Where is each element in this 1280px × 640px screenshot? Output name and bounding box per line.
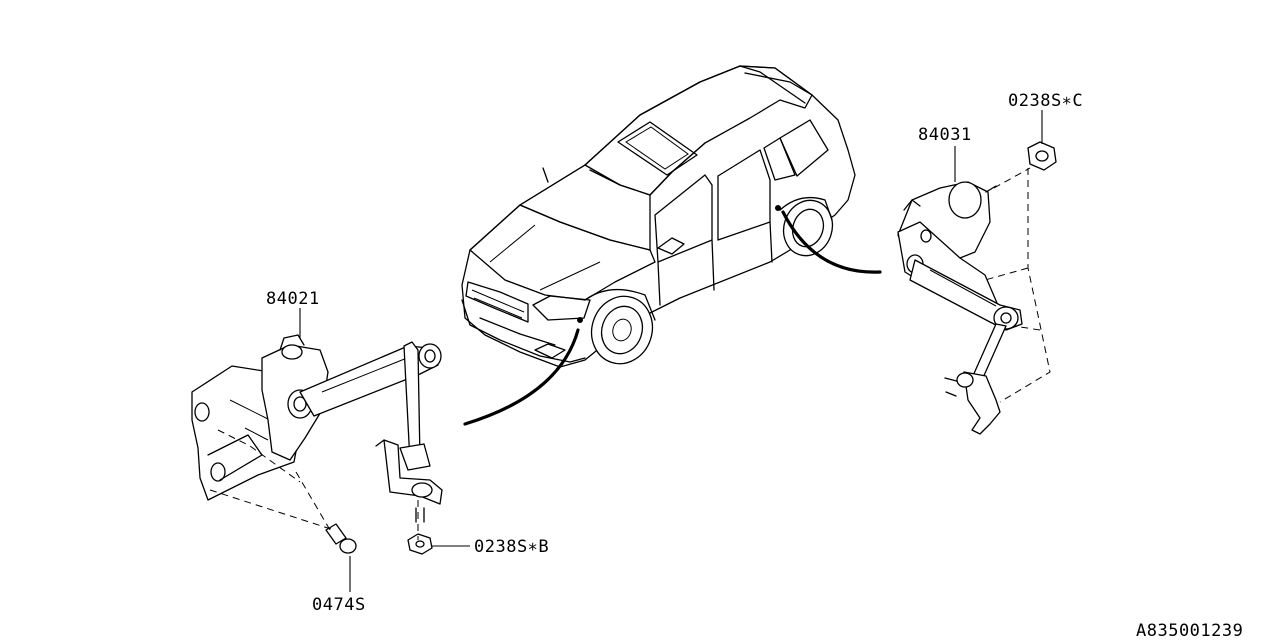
nut-0238SC	[1027, 141, 1057, 171]
callout-84021: 84021	[266, 289, 320, 309]
front-location-wire	[463, 328, 580, 426]
front-wheel	[584, 288, 656, 365]
diagram-id: A835001239	[1136, 621, 1243, 640]
vehicle-illustration	[461, 65, 856, 368]
callout-0474S: 0474S	[312, 595, 366, 615]
front-height-sensor	[191, 334, 443, 505]
bolt-0474S	[325, 523, 357, 554]
rear-sensor-location	[775, 205, 781, 211]
rear-location-wire	[781, 210, 882, 274]
callout-84031: 84031	[918, 125, 972, 145]
callout-0238SB: 0238S∗B	[474, 537, 549, 557]
callout-0238SC: 0238S∗C	[1008, 91, 1083, 111]
nut-0238SB	[407, 507, 433, 555]
front-sensor-location	[577, 317, 583, 323]
rear-height-sensor	[897, 181, 1023, 435]
rear-wheel	[779, 196, 834, 257]
